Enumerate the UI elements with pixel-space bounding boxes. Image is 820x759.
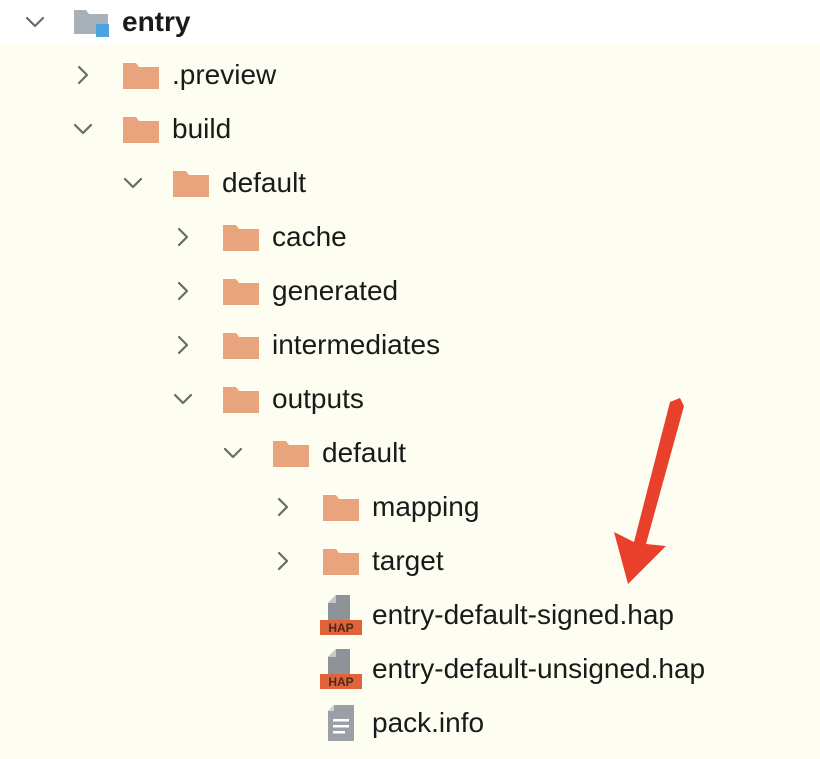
chevron-right-icon[interactable] [270, 548, 296, 574]
tree-item-label: generated [272, 275, 399, 306]
hap-file-icon: HAP [320, 593, 362, 637]
tree-item-label: target [372, 545, 444, 576]
tree-item-label: intermediates [272, 329, 441, 360]
tree-item-label: build [172, 113, 232, 144]
tree-item-label: entry-default-unsigned.hap [372, 653, 706, 684]
tree-item-label: pack.info [372, 707, 485, 738]
tree-item-label: cache [272, 221, 347, 252]
chevron-down-icon[interactable] [70, 116, 96, 142]
chevron-right-icon[interactable] [170, 332, 196, 358]
chevron-down-icon[interactable] [170, 386, 196, 412]
module-folder-icon [72, 6, 110, 38]
tree-row-signed-hap[interactable]: HAP entry-default-signed.hap [0, 588, 820, 642]
chevron-down-icon[interactable] [220, 440, 246, 466]
tree-row-intermediates[interactable]: intermediates [0, 318, 820, 372]
text-file-icon [326, 703, 356, 743]
tree-row-generated[interactable]: generated [0, 264, 820, 318]
tree-row-cache[interactable]: cache [0, 210, 820, 264]
chevron-right-icon[interactable] [270, 494, 296, 520]
tree-row-pack-info[interactable]: pack.info [0, 696, 820, 750]
tree-item-label: mapping [372, 491, 480, 522]
tree-row-target[interactable]: target [0, 534, 820, 588]
tree-row-outputs-default[interactable]: default [0, 426, 820, 480]
hap-file-icon: HAP [320, 647, 362, 691]
folder-icon [322, 491, 360, 523]
folder-icon [172, 167, 210, 199]
folder-icon [122, 113, 160, 145]
tree-row-preview[interactable]: .preview [0, 48, 820, 102]
chevron-right-icon[interactable] [170, 278, 196, 304]
tree-row-build[interactable]: build [0, 102, 820, 156]
tree-item-label: .preview [172, 59, 277, 90]
hap-icon-text: HAP [328, 675, 353, 689]
chevron-right-icon[interactable] [70, 62, 96, 88]
tree-item-label: default [222, 167, 307, 198]
tree-row-mapping[interactable]: mapping [0, 480, 820, 534]
folder-icon [322, 545, 360, 577]
hap-icon-text: HAP [328, 621, 353, 635]
tree-item-label: default [322, 437, 407, 468]
tree-row-entry[interactable]: entry [0, 0, 820, 44]
tree-row-unsigned-hap[interactable]: HAP entry-default-unsigned.hap [0, 642, 820, 696]
folder-icon [122, 59, 160, 91]
chevron-down-icon[interactable] [120, 170, 146, 196]
tree-item-label: entry-default-signed.hap [372, 599, 674, 630]
chevron-right-icon[interactable] [170, 224, 196, 250]
tree-item-label: outputs [272, 383, 364, 414]
folder-icon [272, 437, 310, 469]
folder-icon [222, 275, 260, 307]
folder-icon [222, 383, 260, 415]
folder-icon [222, 221, 260, 253]
chevron-down-icon[interactable] [22, 9, 48, 35]
tree-row-outputs[interactable]: outputs [0, 372, 820, 426]
tree-item-label: entry [122, 6, 191, 37]
tree-row-default[interactable]: default [0, 156, 820, 210]
folder-icon [222, 329, 260, 361]
